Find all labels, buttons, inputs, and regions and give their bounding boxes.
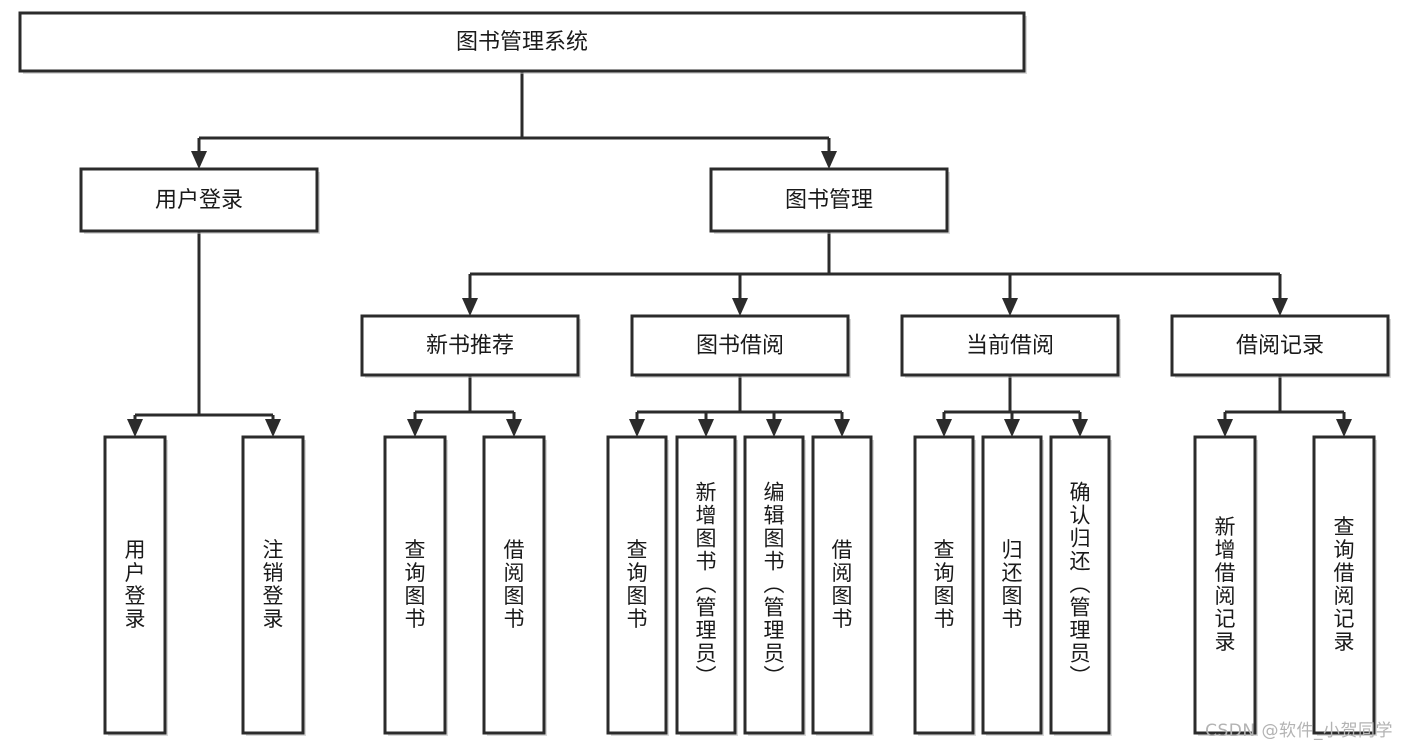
- node-borrow-record-label: 借阅记录: [1236, 334, 1324, 359]
- node-leaf-confirm-return-admin-rect[interactable]: [1049, 435, 1111, 735]
- node-leaf-add-borrow-record-rect[interactable]: [1193, 435, 1257, 735]
- node-leaf-logout-login[interactable]: 注销登录: [241, 435, 306, 736]
- node-leaf-query-borrow-record-label: 查询借阅记录: [1334, 515, 1355, 654]
- arrow-book-borrow-2-head: [766, 419, 782, 437]
- node-leaf-return-book-label: 归还图书: [1002, 538, 1023, 631]
- node-leaf-borrow-book-1-label: 借阅图书: [504, 538, 525, 631]
- node-current-borrow[interactable]: 当前借阅: [900, 314, 1121, 378]
- node-root-system-rect[interactable]: [18, 11, 1026, 73]
- node-leaf-add-borrow-record-label: 新增借阅记录: [1215, 515, 1236, 654]
- arrow-new-book-0-head: [407, 419, 423, 437]
- node-book-manage-label: 图书管理: [785, 188, 873, 213]
- node-leaf-query-book-2[interactable]: 查询图书: [606, 435, 669, 736]
- node-borrow-record-rect[interactable]: [1170, 314, 1390, 377]
- node-book-borrow-rect[interactable]: [630, 314, 850, 377]
- node-leaf-logout-login-rect[interactable]: [241, 435, 305, 735]
- arrow-book-borrow-1-head: [698, 419, 714, 437]
- node-leaf-logout-login-label: 注销登录: [263, 538, 284, 631]
- arrow-new-book-1-head: [506, 419, 522, 437]
- arrow-book-borrow-3-head: [834, 419, 850, 437]
- node-leaf-borrow-book-2-rect[interactable]: [811, 435, 873, 735]
- node-leaf-borrow-book-1-rect[interactable]: [482, 435, 546, 735]
- node-leaf-add-borrow-record[interactable]: 新增借阅记录: [1193, 435, 1258, 736]
- node-leaf-query-borrow-record-rect[interactable]: [1312, 435, 1376, 735]
- node-book-manage[interactable]: 图书管理: [709, 167, 950, 234]
- node-leaf-edit-book-admin[interactable]: 编辑图书︵管理员︶: [743, 435, 806, 736]
- node-leaf-borrow-book-2-label: 借阅图书: [832, 538, 853, 631]
- node-leaf-confirm-return-admin-label: 确认归还︵管理员︶: [1070, 481, 1091, 689]
- arrow-l2-2-head: [1002, 298, 1018, 316]
- node-user-login-label: 用户登录: [155, 188, 243, 213]
- node-user-login[interactable]: 用户登录: [79, 167, 320, 234]
- arrow-borrow-record-1-head: [1336, 419, 1352, 437]
- node-leaf-add-book-admin-rect[interactable]: [675, 435, 737, 735]
- arrow-user-login-1-head: [265, 419, 281, 437]
- node-root-system-label: 图书管理系统: [456, 30, 588, 55]
- node-leaf-query-book-2-label: 查询图书: [627, 538, 648, 631]
- node-leaf-return-book-rect[interactable]: [981, 435, 1043, 735]
- node-leaf-query-book-3[interactable]: 查询图书: [913, 435, 976, 736]
- arrow-borrow-record-0-head: [1217, 419, 1233, 437]
- node-leaf-user-login-rect[interactable]: [103, 435, 167, 735]
- node-new-book-recommend-rect[interactable]: [360, 314, 580, 377]
- node-leaf-query-borrow-record[interactable]: 查询借阅记录: [1312, 435, 1377, 736]
- node-leaf-query-book-2-rect[interactable]: [606, 435, 668, 735]
- node-book-borrow[interactable]: 图书借阅: [630, 314, 851, 378]
- node-leaf-user-login-label: 用户登录: [125, 538, 146, 631]
- node-book-manage-rect[interactable]: [709, 167, 949, 233]
- connector-layer: [127, 71, 1352, 437]
- node-current-borrow-label: 当前借阅: [966, 334, 1054, 359]
- node-leaf-borrow-book-1[interactable]: 借阅图书: [482, 435, 547, 736]
- arrow-current-borrow-1-head: [1004, 419, 1020, 437]
- node-leaf-query-book-3-rect[interactable]: [913, 435, 975, 735]
- node-leaf-add-book-admin[interactable]: 新增图书︵管理员︶: [675, 435, 738, 736]
- node-current-borrow-rect[interactable]: [900, 314, 1120, 377]
- node-leaf-add-book-admin-label: 新增图书︵管理员︶: [696, 481, 717, 689]
- node-leaf-query-book-1-label: 查询图书: [405, 538, 426, 631]
- node-leaf-user-login[interactable]: 用户登录: [103, 435, 168, 736]
- node-leaf-confirm-return-admin[interactable]: 确认归还︵管理员︶: [1049, 435, 1112, 736]
- arrow-l2-3-head: [1272, 298, 1288, 316]
- node-leaf-query-book-3-label: 查询图书: [934, 538, 955, 631]
- arrow-current-borrow-2-head: [1072, 419, 1088, 437]
- node-leaf-edit-book-admin-rect[interactable]: [743, 435, 805, 735]
- node-book-borrow-label: 图书借阅: [696, 334, 784, 359]
- arrow-l2-0-head: [462, 298, 478, 316]
- node-borrow-record[interactable]: 借阅记录: [1170, 314, 1391, 378]
- node-new-book-recommend[interactable]: 新书推荐: [360, 314, 581, 378]
- arrow-current-borrow-0-head: [936, 419, 952, 437]
- node-layer: 图书管理系统用户登录图书管理新书推荐图书借阅当前借阅借阅记录用户登录注销登录查询…: [18, 11, 1391, 736]
- arrow-l1-1-head: [821, 151, 837, 169]
- arrow-l1-0-head: [191, 151, 207, 169]
- node-leaf-query-book-1-rect[interactable]: [383, 435, 447, 735]
- arrow-user-login-0-head: [127, 419, 143, 437]
- node-leaf-query-book-1[interactable]: 查询图书: [383, 435, 448, 736]
- node-root-system[interactable]: 图书管理系统: [18, 11, 1027, 74]
- node-leaf-return-book[interactable]: 归还图书: [981, 435, 1044, 736]
- arrow-book-borrow-0-head: [629, 419, 645, 437]
- arrow-l2-1-head: [732, 298, 748, 316]
- node-leaf-edit-book-admin-label: 编辑图书︵管理员︶: [764, 481, 785, 689]
- csdn-watermark: CSDN @软件_小贺同学: [1205, 721, 1393, 741]
- node-new-book-recommend-label: 新书推荐: [426, 334, 514, 359]
- node-user-login-rect[interactable]: [79, 167, 319, 233]
- node-leaf-borrow-book-2[interactable]: 借阅图书: [811, 435, 874, 736]
